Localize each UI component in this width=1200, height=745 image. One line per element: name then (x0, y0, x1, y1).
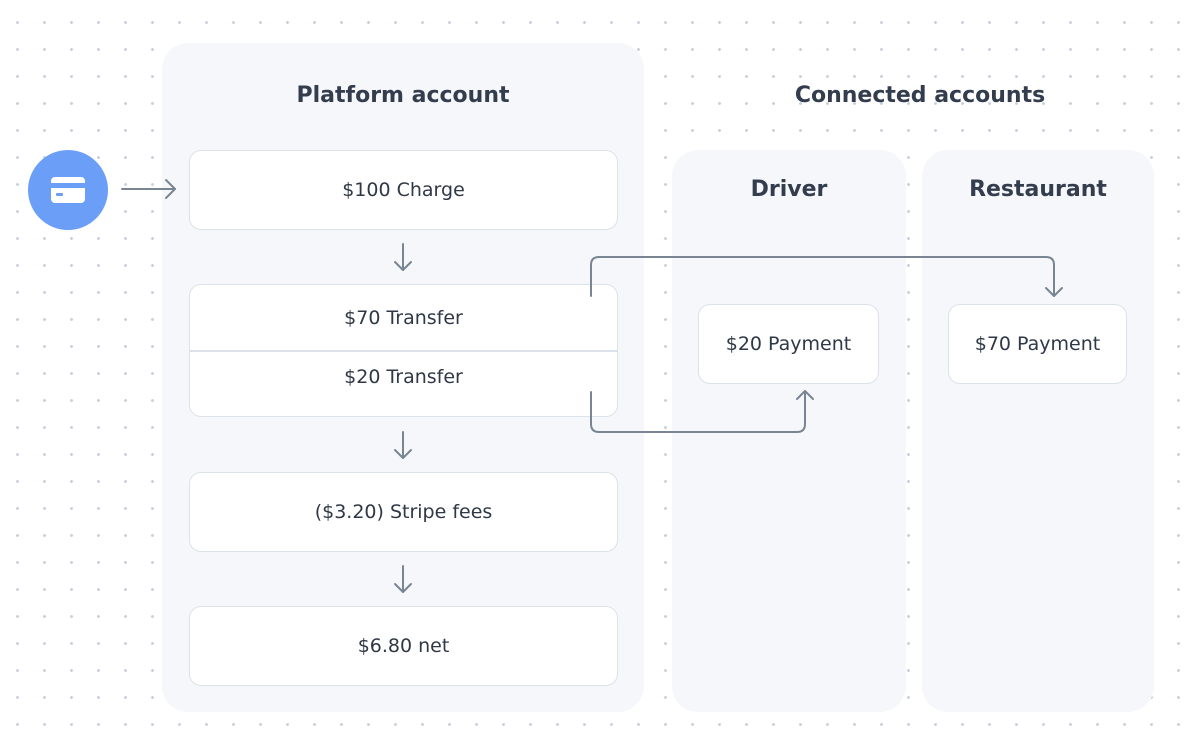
driver-panel (672, 150, 906, 712)
transfer-70-label: $70 Transfer (344, 306, 463, 329)
driver-heading: Driver (750, 177, 828, 202)
restaurant-payment-box: $70 Payment (948, 304, 1127, 384)
charge-box: $100 Charge (189, 150, 618, 230)
stripe-fees-box: ($3.20) Stripe fees (189, 472, 618, 552)
transfers-divider (190, 350, 617, 352)
net-box: $6.80 net (189, 606, 618, 686)
connected-accounts-heading: Connected accounts (794, 83, 1046, 108)
driver-payment-box: $20 Payment (698, 304, 879, 384)
restaurant-panel (922, 150, 1154, 712)
restaurant-heading: Restaurant (969, 177, 1107, 202)
credit-card-icon (28, 150, 108, 230)
transfers-box: $70 Transfer $20 Transfer (189, 284, 618, 417)
platform-account-heading: Platform account (296, 83, 510, 108)
transfer-20-label: $20 Transfer (344, 366, 463, 388)
